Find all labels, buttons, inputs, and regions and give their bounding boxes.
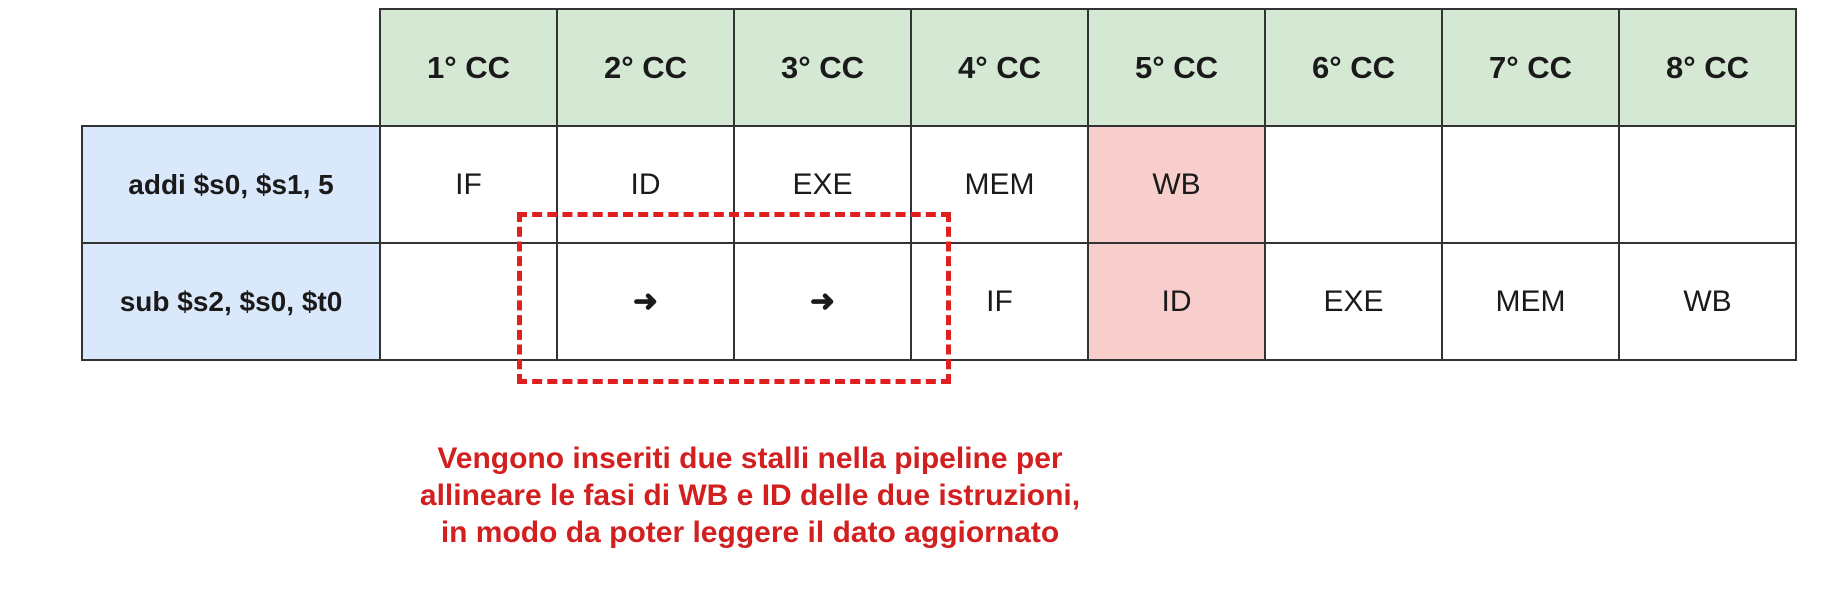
stage-cell: ID: [556, 125, 735, 244]
stage-cell-empty: [1618, 125, 1797, 244]
instruction-label: sub $s2, $s0, $t0: [81, 242, 381, 361]
stage-cell-empty: [379, 242, 558, 361]
stage-cell: EXE: [1264, 242, 1443, 361]
clock-cycle-header: 1° CC: [379, 8, 558, 127]
clock-cycle-header: 5° CC: [1087, 8, 1266, 127]
clock-cycle-header: 3° CC: [733, 8, 912, 127]
stage-cell: EXE: [733, 125, 912, 244]
stage-cell: MEM: [1441, 242, 1620, 361]
clock-cycle-header: 2° CC: [556, 8, 735, 127]
clock-cycle-header: 7° CC: [1441, 8, 1620, 127]
stage-cell: IF: [910, 242, 1089, 361]
instruction-row-addi: addi $s0, $s1, 5 IF ID EXE MEM WB: [81, 125, 1797, 244]
clock-cycle-header: 4° CC: [910, 8, 1089, 127]
stage-cell: WB: [1618, 242, 1797, 361]
stall-explanation-note: Vengono inseriti due stalli nella pipeli…: [300, 440, 1200, 551]
stall-arrow-icon: ➜: [556, 242, 735, 361]
stage-cell-writeback-highlight: WB: [1087, 125, 1266, 244]
clock-cycle-header: 8° CC: [1618, 8, 1797, 127]
stage-cell-empty: [1441, 125, 1620, 244]
pipeline-diagram-table: 1° CC 2° CC 3° CC 4° CC 5° CC 6° CC 7° C…: [81, 8, 1797, 361]
note-line: allineare le fasi di WB e ID delle due i…: [419, 479, 1081, 512]
corner-cell: [82, 9, 380, 126]
stage-cell: IF: [379, 125, 558, 244]
stall-arrow-icon: ➜: [733, 242, 912, 361]
clock-cycle-header: 6° CC: [1264, 8, 1443, 127]
stage-cell-decode-highlight: ID: [1087, 242, 1266, 361]
header-row: 1° CC 2° CC 3° CC 4° CC 5° CC 6° CC 7° C…: [82, 8, 1797, 127]
stage-cell-empty: [1264, 125, 1443, 244]
note-line: Vengono inseriti due stalli nella pipeli…: [437, 442, 1063, 475]
stage-cell: MEM: [910, 125, 1089, 244]
note-line: in modo da poter leggere il dato aggiorn…: [440, 516, 1060, 549]
instruction-label: addi $s0, $s1, 5: [81, 125, 381, 244]
instruction-row-sub: sub $s2, $s0, $t0 ➜ ➜ IF ID EXE MEM WB: [81, 242, 1797, 361]
